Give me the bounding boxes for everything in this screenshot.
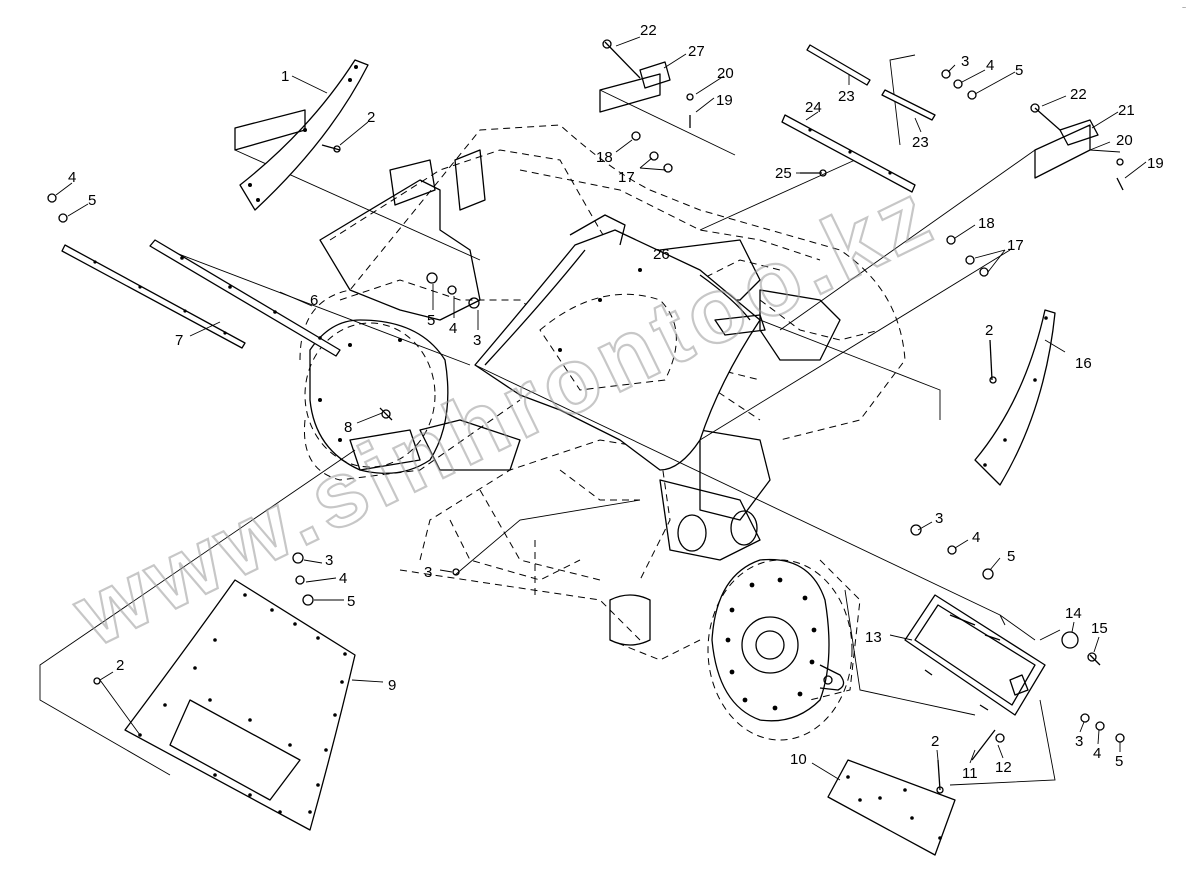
part-26-front-cowl: [474, 214, 766, 471]
callout-17: 17: [1007, 237, 1024, 254]
callout-15: 15: [1091, 620, 1108, 637]
callout-5: 5: [1007, 548, 1015, 565]
callout-5: 5: [88, 192, 96, 209]
mounting-plates: [234, 61, 1099, 179]
callout-5: 5: [1115, 753, 1123, 770]
part-9-panel: [124, 579, 356, 831]
callout-24: 24: [805, 99, 822, 116]
callout-labels: 1 2 4 5 6 7 5 4 3 8 22 27 20 19 18 17 26…: [68, 22, 1164, 782]
fasteners: [47, 39, 1125, 794]
callout-4: 4: [972, 529, 980, 546]
callout-25: 25: [775, 165, 792, 182]
callout-18: 18: [596, 149, 613, 166]
chassis-hidden-lines: [299, 124, 906, 741]
part-7-strip: [61, 244, 246, 349]
callout-4: 4: [986, 57, 994, 74]
callout-3: 3: [1075, 733, 1083, 750]
callout-2: 2: [985, 322, 993, 339]
callout-19: 19: [716, 92, 733, 109]
callout-4: 4: [339, 570, 347, 587]
callout-19: 19: [1147, 155, 1164, 172]
callout-7: 7: [175, 332, 183, 349]
callout-4: 4: [68, 169, 76, 186]
callout-20: 20: [717, 65, 734, 82]
part-10-plate: [827, 759, 956, 856]
callout-23: 23: [838, 88, 855, 105]
callout-22: 22: [640, 22, 657, 39]
callout-22: 22: [1070, 86, 1087, 103]
assembly-lines: [39, 54, 1061, 786]
callout-10: 10: [790, 751, 807, 768]
part-13-window-bracket: [904, 594, 1046, 716]
callout-3: 3: [325, 552, 333, 569]
callout-4: 4: [1093, 745, 1101, 762]
callout-27: 27: [688, 43, 705, 60]
callout-21: 21: [1118, 102, 1135, 119]
callout-3: 3: [935, 510, 943, 527]
callout-20: 20: [1116, 132, 1133, 149]
callout-8: 8: [344, 419, 352, 436]
part-23-strips: [806, 44, 936, 121]
callout-18: 18: [978, 215, 995, 232]
callout-5: 5: [347, 593, 355, 610]
part-1-curved-strip: [239, 59, 369, 211]
callout-3: 3: [961, 53, 969, 70]
callout-17: 17: [618, 169, 635, 186]
callout-26: 26: [653, 246, 670, 263]
callout-6: 6: [310, 292, 318, 309]
callout-12: 12: [995, 759, 1012, 776]
callout-11: 11: [962, 765, 978, 782]
callout-1: 1: [281, 68, 289, 85]
callout-5: 5: [427, 312, 435, 329]
callout-3: 3: [424, 564, 432, 581]
callout-16: 16: [1075, 355, 1092, 372]
part-6-strip: [149, 239, 341, 357]
right-hub: [711, 558, 845, 722]
callout-3: 3: [473, 332, 481, 349]
callout-leaders: [55, 36, 1147, 781]
callout-4: 4: [449, 320, 457, 337]
callout-2: 2: [367, 109, 375, 126]
callout-23: 23: [912, 134, 929, 151]
callout-5: 5: [1015, 62, 1023, 79]
callout-14: 14: [1065, 605, 1082, 622]
part-16-curved-strip: [974, 309, 1056, 486]
corner-mark: ~: [1182, 5, 1186, 12]
part-24-strip: [781, 114, 916, 193]
callout-2: 2: [116, 657, 124, 674]
watermark-text: www.sinhrontoo.kz: [58, 161, 950, 666]
callout-2: 2: [931, 733, 939, 750]
callout-13: 13: [865, 629, 882, 646]
callout-9: 9: [388, 677, 396, 694]
left-hub: [309, 319, 449, 474]
